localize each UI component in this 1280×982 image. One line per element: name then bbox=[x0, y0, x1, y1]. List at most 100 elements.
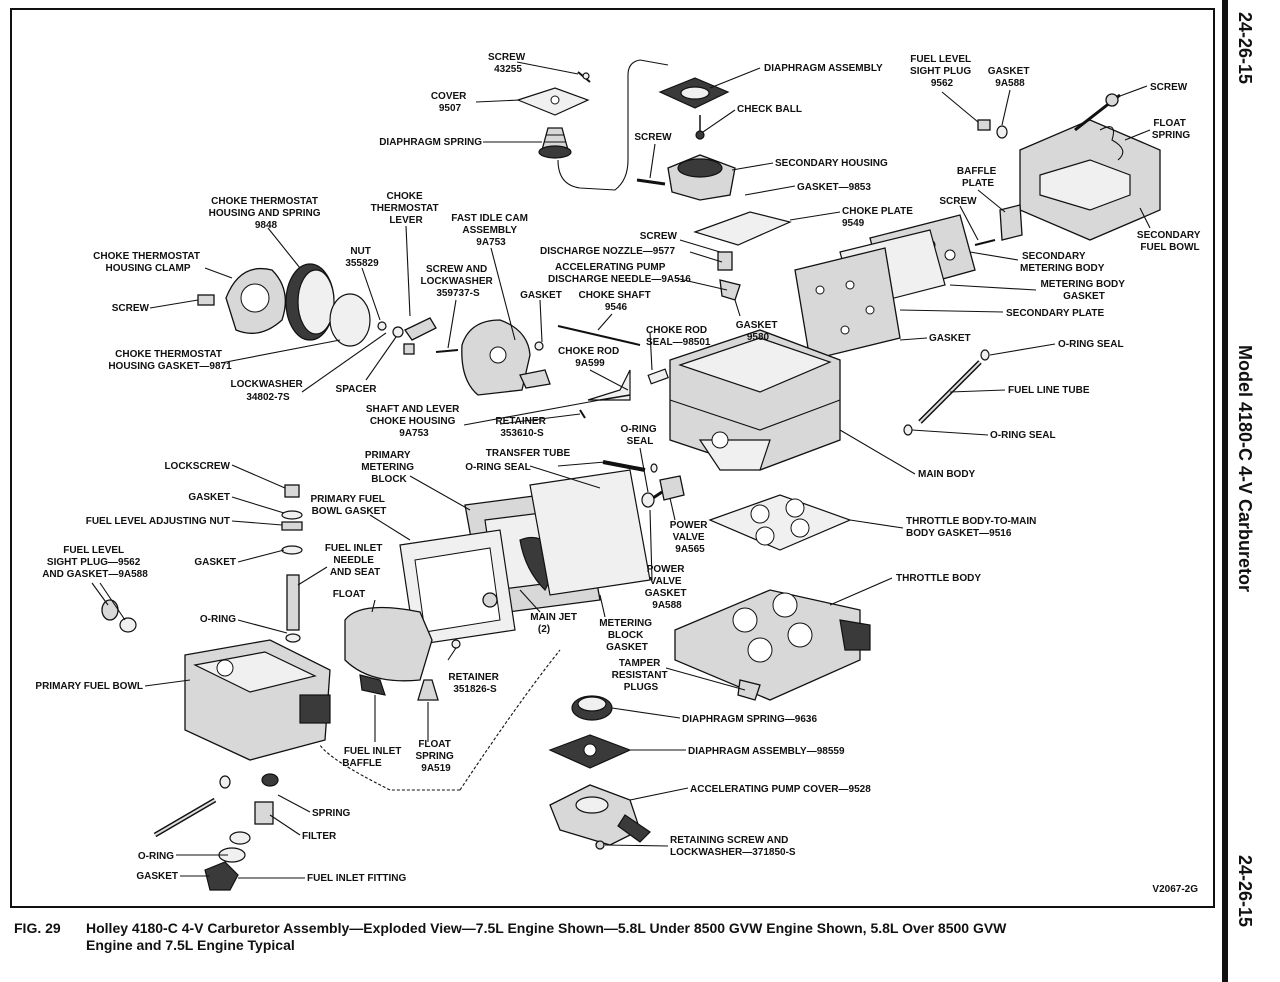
parts bbox=[101, 59, 1161, 891]
main-body-part bbox=[669, 329, 841, 471]
label-throttle-body-gasket: THROTTLE BODY-TO-MAIN BODY GASKET—9516 bbox=[906, 516, 1039, 539]
label-screw-baffle: SCREW bbox=[939, 196, 977, 207]
label-choke-housing-clamp: CHOKE THERMOSTAT HOUSING CLAMP bbox=[93, 251, 203, 274]
label-fuel-inlet-fitting: FUEL INLET FITTING bbox=[307, 873, 406, 884]
caption-text: Holley 4180-C 4-V Carburetor Assembly—Ex… bbox=[86, 920, 1007, 936]
diaphragm-assembly-part bbox=[658, 77, 730, 109]
label-choke-thermostat-lever: CHOKE THERMOSTAT LEVER bbox=[371, 191, 442, 226]
label-main-jet: MAIN JET (2) bbox=[530, 612, 579, 635]
label-accelerating-pump-cover: ACCELERATING PUMP COVER—9528 bbox=[690, 784, 871, 795]
throttle-body-gasket-part bbox=[708, 494, 852, 551]
choke-lever-parts bbox=[377, 317, 437, 355]
label-gasket-left-1: GASKET bbox=[188, 492, 230, 503]
choke-rod-part bbox=[587, 369, 631, 401]
label-o-ring-seal-mid: O-RING SEAL bbox=[465, 462, 531, 473]
label-o-ring-seal-power: O-RING SEAL bbox=[621, 424, 660, 447]
label-gasket-plate: GASKET bbox=[929, 333, 971, 344]
label-gasket-bottom: GASKET bbox=[136, 871, 178, 882]
secondary-fuel-bowl-part bbox=[1019, 93, 1161, 241]
page-number-bottom: 24-26-15 bbox=[1235, 855, 1255, 928]
label-transfer-tube: TRANSFER TUBE bbox=[486, 448, 571, 459]
page-number-top: 24-26-15 bbox=[1235, 12, 1255, 85]
label-check-ball: CHECK BALL bbox=[737, 104, 802, 115]
label-choke-rod-seal: CHOKE ROD SEAL—98501 bbox=[646, 325, 711, 348]
label-secondary-fuel-bowl: SECONDARY FUEL BOWL bbox=[1137, 230, 1203, 253]
choke-gasket-part bbox=[329, 293, 371, 347]
label-accelerating-pump-needle: ACCELERATING PUMP DISCHARGE NEEDLE—9A516 bbox=[548, 262, 691, 285]
label-fuel-level-sight-plug: FUEL LEVEL SIGHT PLUG 9562 bbox=[910, 54, 974, 89]
label-power-valve-gasket: POWER VALVE GASKET 9A588 bbox=[645, 564, 689, 611]
label-main-body: MAIN BODY bbox=[918, 469, 976, 480]
check-ball-part bbox=[695, 115, 705, 140]
choke-screw-part bbox=[197, 294, 215, 306]
label-filter: FILTER bbox=[302, 831, 337, 842]
leader-lines bbox=[91, 61, 1151, 879]
retainer-353610-part bbox=[579, 409, 586, 419]
choke-shaft-part bbox=[534, 325, 641, 351]
float-part bbox=[344, 606, 461, 696]
label-metering-block-gasket: METERING BLOCK GASKET bbox=[599, 618, 655, 653]
label-screw-secondary: SCREW bbox=[634, 132, 672, 143]
caption-text-line2: Engine and 7.5L Engine Typical bbox=[86, 937, 295, 953]
primary-fuel-bowl-gasket-part bbox=[399, 529, 516, 646]
label-choke-rod-9a599: CHOKE ROD 9A599 bbox=[558, 346, 622, 369]
label-o-ring-left: O-RING bbox=[200, 614, 236, 625]
label-discharge-nozzle: DISCHARGE NOZZLE—9577 bbox=[540, 246, 675, 257]
label-diaphragm-spring: DIAPHRAGM SPRING bbox=[379, 137, 482, 148]
primary-fuel-bowl-part bbox=[184, 639, 331, 761]
label-fast-idle-cam: FAST IDLE CAM ASSEMBLY 9A753 bbox=[451, 213, 530, 248]
screw-43255-part bbox=[577, 71, 591, 83]
fuel-inlet-fitting-parts bbox=[153, 773, 279, 891]
label-spring: SPRING bbox=[312, 808, 351, 819]
label-float: FLOAT bbox=[333, 589, 366, 600]
side-rule bbox=[1222, 0, 1228, 982]
transfer-tube-part bbox=[602, 460, 658, 473]
label-spacer: SPACER bbox=[336, 384, 378, 395]
label-fuel-inlet-baffle: FUEL INLET BAFFLE bbox=[342, 746, 404, 769]
fuel-inlet-needle-part bbox=[285, 574, 301, 643]
label-retainer-353610: RETAINER 353610-S bbox=[495, 416, 548, 439]
choke-housing-part bbox=[435, 319, 551, 396]
label-screw-nozzle: SCREW bbox=[640, 231, 678, 242]
label-choke-thermostat-housing: CHOKE THERMOSTAT HOUSING AND SPRING 9848 bbox=[209, 196, 324, 231]
label-gasket-9a588-top: GASKET 9A588 bbox=[988, 66, 1032, 89]
label-screw-float: SCREW bbox=[1150, 82, 1188, 93]
label-retainer-351826: RETAINER 351826-S bbox=[448, 672, 501, 695]
accelerating-pump-cover-part bbox=[549, 784, 651, 850]
label-lockscrew: LOCKSCREW bbox=[164, 461, 230, 472]
label-diaphragm-spring-9636: DIAPHRAGM SPRING—9636 bbox=[682, 714, 817, 725]
secondary-housing-part bbox=[667, 154, 736, 201]
label-shaft-lever-choke-housing: SHAFT AND LEVER CHOKE HOUSING 9A753 bbox=[366, 404, 462, 439]
label-secondary-plate: SECONDARY PLATE bbox=[1006, 308, 1104, 319]
figure-frame bbox=[10, 8, 1215, 908]
fuel-level-sight-plug-part bbox=[977, 119, 1008, 139]
label-secondary-housing: SECONDARY HOUSING bbox=[775, 158, 888, 169]
sight-plug-left-part bbox=[101, 599, 137, 633]
lockscrew-part bbox=[281, 484, 303, 555]
diaphragm-spring-part bbox=[538, 127, 572, 159]
float-spring-part bbox=[417, 679, 439, 701]
label-o-ring-bottom: O-RING bbox=[138, 851, 174, 862]
baffle-plate-part bbox=[974, 204, 1023, 246]
choke-clamp-part bbox=[225, 267, 286, 334]
label-o-ring-seal-bottom: O-RING SEAL bbox=[990, 430, 1056, 441]
section-title: Model 4180-C 4-V Carburetor bbox=[1235, 345, 1255, 593]
label-primary-metering-block: PRIMARY METERING BLOCK bbox=[361, 450, 417, 485]
label-choke-shaft-9546: CHOKE SHAFT 9546 bbox=[578, 290, 653, 313]
secondary-plate-part bbox=[794, 247, 901, 361]
label-primary-fuel-bowl-gasket: PRIMARY FUEL BOWL GASKET bbox=[310, 494, 387, 517]
label-gasket-9853: GASKET—9853 bbox=[797, 182, 871, 193]
label-fuel-line-tube: FUEL LINE TUBE bbox=[1008, 385, 1090, 396]
secondary-screw-part bbox=[636, 178, 666, 186]
label-screw-choke: SCREW bbox=[112, 303, 150, 314]
label-diaphragm-assembly-98559: DIAPHRAGM ASSEMBLY—98559 bbox=[688, 746, 845, 757]
label-gasket-choke-shaft: GASKET bbox=[520, 290, 562, 301]
label-o-ring-seal-top: O-RING SEAL bbox=[1058, 339, 1124, 350]
label-nut-355829: NUT 355829 bbox=[345, 246, 379, 269]
choke-rod-seal-part bbox=[647, 368, 669, 385]
label-float-spring: FLOAT SPRING bbox=[1152, 118, 1191, 141]
cover-9507-part bbox=[516, 87, 590, 116]
drawing-code: V2067-2G bbox=[1152, 884, 1198, 895]
label-fuel-level-adjusting-nut: FUEL LEVEL ADJUSTING NUT bbox=[86, 516, 230, 527]
